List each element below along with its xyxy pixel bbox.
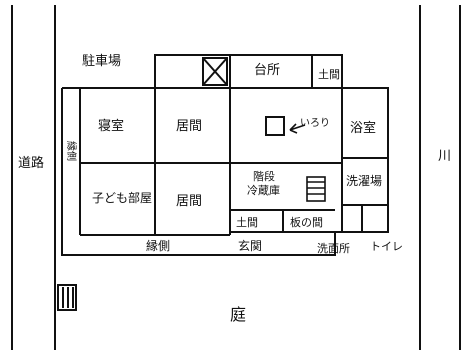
label-garden: 庭 bbox=[230, 305, 246, 324]
label-irori: いろり bbox=[300, 117, 330, 129]
label-washroom: 洗面所 bbox=[317, 242, 350, 255]
label-entrance: 玄関 bbox=[238, 238, 262, 253]
house-outline bbox=[61, 54, 389, 256]
label-doma-kitchen: 土間 bbox=[318, 68, 340, 81]
label-kitchen: 台所 bbox=[254, 63, 280, 78]
label-laundry: 洗濯場 bbox=[346, 174, 382, 188]
hatch-lines-icon bbox=[57, 284, 77, 311]
label-bath: 浴室 bbox=[350, 120, 376, 136]
label-river: 川 bbox=[438, 149, 451, 164]
pointer-arrow-icon bbox=[289, 123, 306, 134]
label-engawa-side: 縁側 bbox=[65, 141, 78, 161]
label-stairs-area: 階段 冷蔵庫 bbox=[247, 169, 280, 197]
label-road: 道路 bbox=[18, 155, 44, 171]
chimney-x-icon bbox=[202, 57, 228, 86]
label-toilet: トイレ bbox=[370, 240, 403, 253]
label-engawa-bottom: 縁側 bbox=[146, 238, 170, 253]
label-living-top: 居間 bbox=[176, 119, 202, 134]
label-bedroom: 寝室 bbox=[98, 118, 124, 134]
label-doma-entrance: 土間 bbox=[236, 216, 258, 229]
label-kids-room: 子ども部屋 bbox=[92, 190, 152, 205]
label-wood-floor: 板の間 bbox=[290, 215, 323, 229]
stairs-icon bbox=[306, 176, 326, 202]
label-parking: 駐車場 bbox=[82, 54, 121, 69]
label-living-bottom: 居間 bbox=[176, 194, 202, 209]
hearth-square-icon bbox=[265, 116, 285, 136]
